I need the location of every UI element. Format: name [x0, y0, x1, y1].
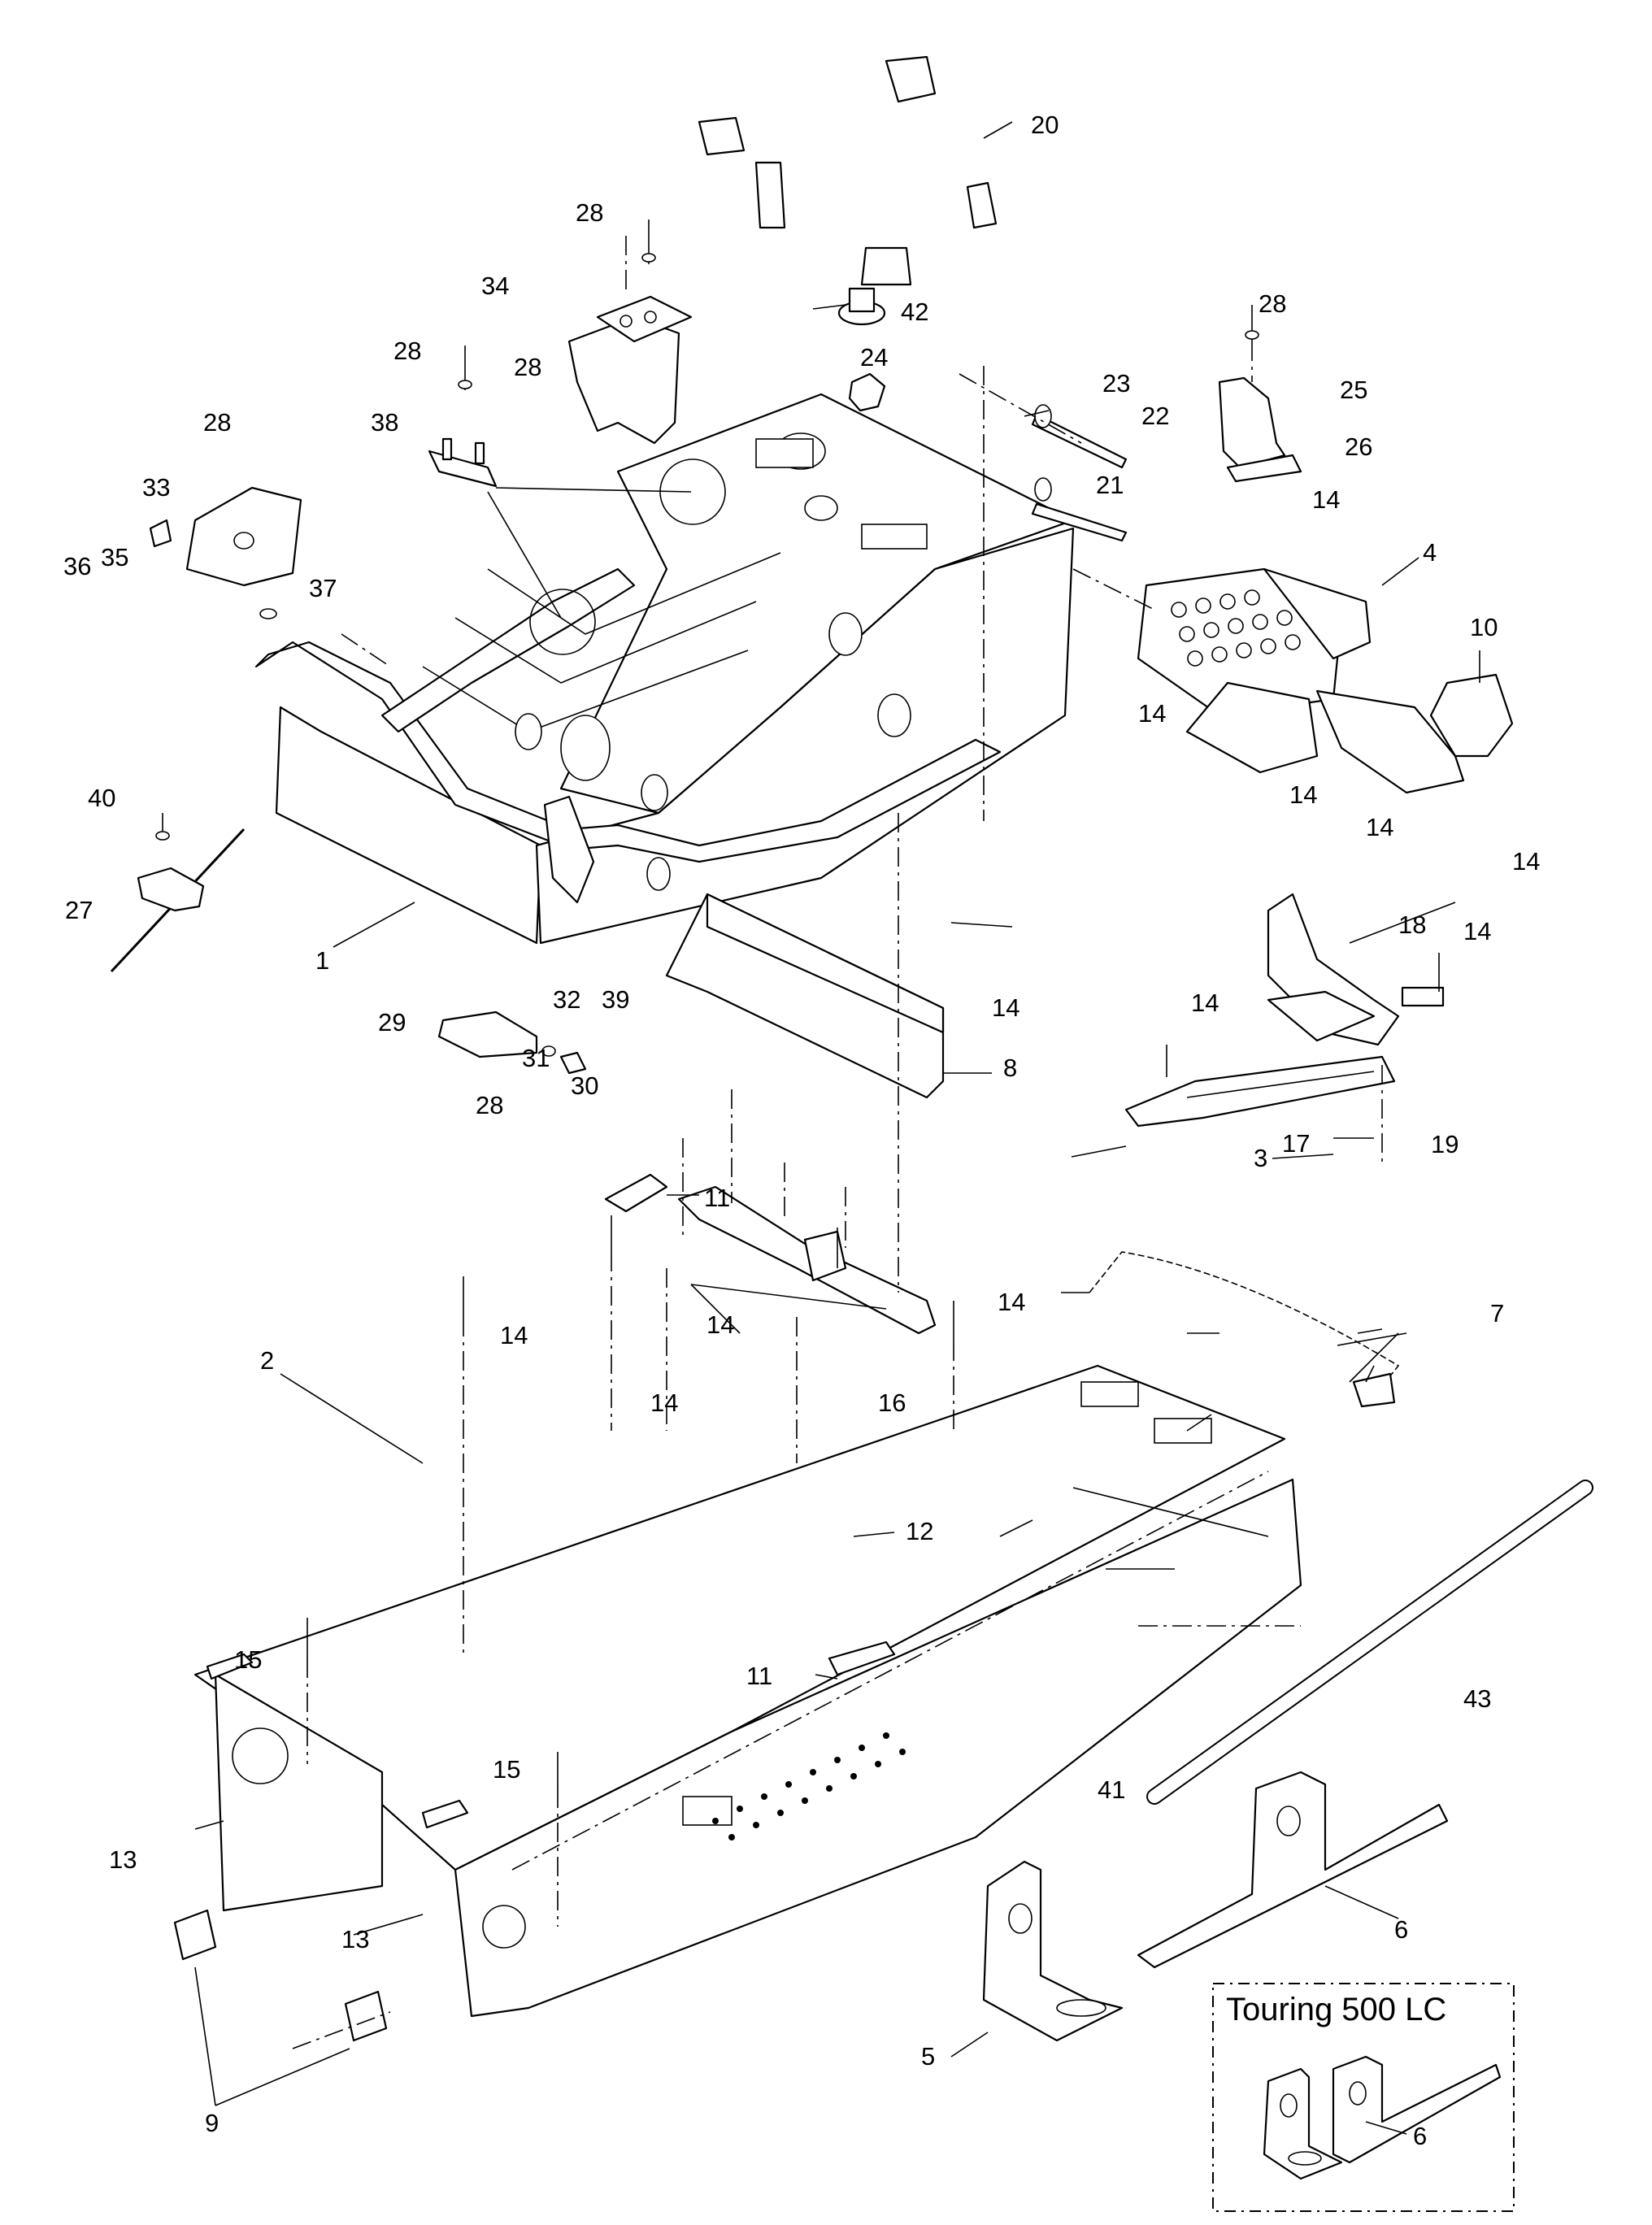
callout-38: 38	[371, 408, 398, 437]
callout-29: 29	[378, 1008, 406, 1036]
callout-14h: 14	[992, 993, 1019, 1022]
callout-1: 1	[315, 946, 329, 975]
callout-13b: 13	[341, 1925, 369, 1953]
callout-7: 7	[1490, 1299, 1504, 1328]
callout-14f: 14	[1463, 917, 1491, 945]
callout-21: 21	[1096, 471, 1124, 499]
callout-37: 37	[309, 574, 337, 602]
callout-14j: 14	[998, 1288, 1025, 1316]
callout-6: 6	[1394, 1915, 1408, 1944]
bracket-34	[567, 236, 693, 445]
callout-24: 24	[860, 343, 888, 372]
callout-12: 12	[906, 1517, 933, 1545]
bracket-33	[149, 486, 391, 667]
callout-13a: 13	[109, 1845, 137, 1874]
perforation-strip	[712, 1732, 906, 1840]
touring-inset: Touring 500 LC	[1212, 1983, 1515, 2212]
callout-40: 40	[88, 784, 115, 812]
callout-27: 27	[65, 896, 93, 924]
tunnel-assembly	[193, 1364, 1302, 2018]
callout-30: 30	[571, 1071, 598, 1100]
callout-16: 16	[878, 1388, 906, 1417]
hoop-fasteners	[848, 246, 1128, 542]
callout-10: 10	[1470, 613, 1498, 641]
callout-14k: 14	[500, 1321, 528, 1349]
callout-14d: 14	[1366, 813, 1393, 841]
rail-27	[110, 828, 246, 973]
callout-28b: 28	[393, 337, 421, 365]
bracket-17	[1124, 1055, 1396, 1167]
footrest-assembly	[1072, 567, 1465, 794]
bracket-9	[173, 1909, 391, 2049]
callout-26: 26	[1345, 432, 1372, 461]
bracket-6	[1137, 1771, 1449, 1969]
callout-34: 34	[481, 272, 509, 300]
callout-14g: 14	[1191, 989, 1219, 1017]
callout-5: 5	[921, 2042, 935, 2071]
hinge-29	[437, 1010, 587, 1075]
panel-7	[1089, 1251, 1400, 1408]
callout-14l: 14	[650, 1388, 678, 1417]
callout-6-inset: 6	[1413, 2122, 1427, 2150]
callout-28c: 28	[514, 353, 541, 381]
rod-43	[1146, 1480, 1593, 1805]
leader-lines	[194, 121, 1480, 2106]
callout-42: 42	[901, 298, 928, 326]
frame-assembly	[254, 393, 1075, 945]
callout-19: 19	[1431, 1130, 1459, 1158]
panel-8	[665, 893, 945, 1099]
callout-17: 17	[1282, 1129, 1310, 1158]
callout-20: 20	[1031, 111, 1059, 139]
callout-15b: 15	[493, 1755, 520, 1784]
callout-9: 9	[205, 2109, 219, 2137]
bracket-25	[1218, 341, 1302, 483]
callout-31: 31	[522, 1044, 550, 1072]
callout-14a: 14	[1312, 485, 1340, 514]
inset-title: Touring 500 LC	[1226, 1992, 1446, 2027]
callout-36: 36	[63, 552, 91, 580]
callout-28a: 28	[576, 198, 603, 227]
callout-4: 4	[1423, 538, 1437, 567]
bracket-11	[604, 1173, 896, 1676]
bracket-3	[1267, 893, 1456, 1046]
callout-25: 25	[1340, 376, 1367, 404]
callout-14c: 14	[1289, 780, 1317, 809]
cross-member-12	[677, 1185, 937, 1335]
callout-18: 18	[1398, 910, 1426, 939]
callout-11b: 11	[746, 1662, 772, 1690]
callout-28d: 28	[203, 408, 231, 437]
callout-labels: 1 2 3 4 5 6 6 7 8 9 10 11 11 12 13 13 14…	[63, 111, 1540, 2150]
steering-column-hoop	[698, 55, 1013, 480]
grommet-42	[837, 287, 886, 326]
callout-33: 33	[142, 473, 170, 502]
rivets	[155, 219, 1440, 1788]
callout-22: 22	[1141, 402, 1169, 430]
callout-32: 32	[553, 985, 580, 1014]
callout-23: 23	[1102, 369, 1130, 398]
callout-41: 41	[1098, 1775, 1125, 1804]
bracket-5	[982, 1860, 1124, 2042]
callout-3: 3	[1254, 1144, 1267, 1172]
bracket-10	[1429, 673, 1514, 758]
callout-39: 39	[602, 985, 629, 1014]
callout-14e: 14	[1512, 847, 1540, 876]
callout-15a: 15	[234, 1645, 262, 1674]
callout-8: 8	[1003, 1054, 1017, 1082]
callout-28f: 28	[476, 1091, 503, 1119]
callout-14i: 14	[706, 1310, 734, 1339]
callout-35: 35	[101, 543, 128, 571]
callout-2: 2	[260, 1346, 274, 1375]
bracket-38	[428, 437, 692, 619]
callout-11a: 11	[704, 1184, 730, 1212]
callout-28e: 28	[1259, 289, 1286, 318]
callout-14b: 14	[1138, 699, 1166, 728]
callout-43: 43	[1463, 1684, 1491, 1713]
assembly-centerlines	[306, 366, 985, 1927]
